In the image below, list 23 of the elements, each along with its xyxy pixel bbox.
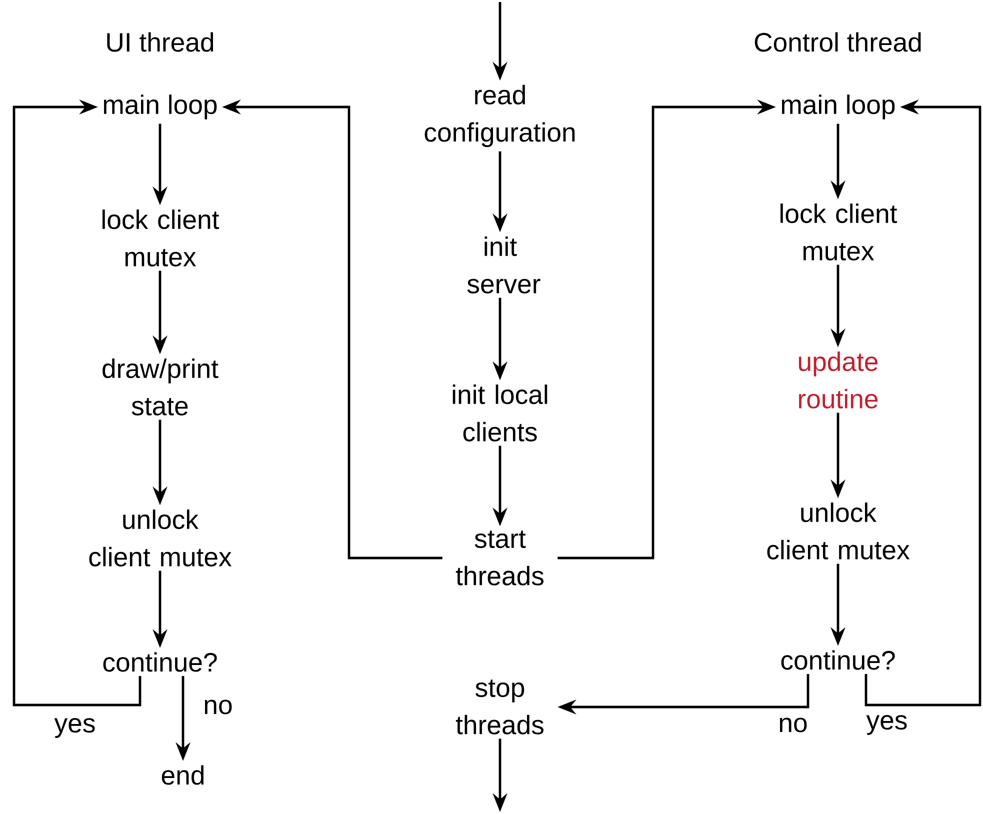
edge-label: yes	[864, 714, 910, 736]
edge-label: yes	[52, 716, 98, 740]
edge-label: no	[202, 698, 234, 716]
step-text: main loop	[782, 94, 895, 120]
step-text: draw/print state	[102, 358, 218, 416]
step-text: read configuration	[424, 84, 575, 148]
step-text: update routine	[798, 352, 878, 408]
step-text: end	[162, 765, 204, 785]
step-text: continue?	[781, 650, 895, 670]
step-text: lock client mutex	[780, 204, 898, 260]
step-text: unlock client mutex	[89, 510, 232, 566]
step-text: init local clients	[452, 384, 548, 442]
step-text: init server	[467, 236, 540, 294]
step-text: continue?	[103, 652, 217, 672]
step-text: main loop	[104, 94, 217, 120]
step-text: lock client mutex	[102, 210, 220, 266]
column-heading: Control thread	[754, 32, 921, 52]
column-heading: UI thread	[107, 32, 214, 52]
step-text: start threads	[456, 530, 544, 586]
edge-label: no	[776, 716, 810, 734]
arrow	[12, 100, 142, 706]
step-text: stop threads	[456, 680, 544, 734]
step-text: unlock client mutex	[767, 502, 910, 560]
